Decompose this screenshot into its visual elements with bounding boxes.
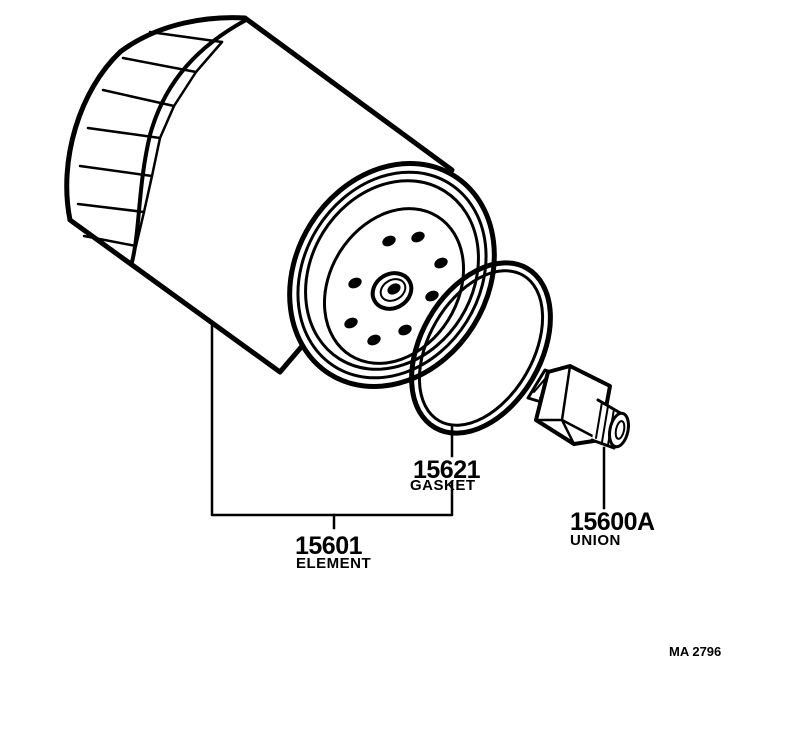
filter-center-hole-thread — [379, 278, 407, 302]
filter-end-plate — [322, 207, 466, 365]
filter-end-rim-inner — [304, 179, 480, 371]
union-fitting — [526, 364, 630, 450]
filter-cap-boundary — [130, 18, 248, 264]
gasket-inner — [417, 269, 545, 427]
filter-inlet-holes — [344, 231, 448, 346]
gasket-outer — [409, 260, 553, 436]
filter-cap-ridge — [134, 40, 224, 248]
figure-code: MA 2796 — [669, 644, 722, 659]
filter-center-hole-outer — [370, 271, 414, 311]
filter-end-rim-groove — [296, 170, 488, 380]
filter-cap-flutes — [76, 30, 224, 248]
union-part-number: 15600A — [570, 508, 655, 536]
filter-body-outline — [64, 15, 455, 375]
gasket-part-number: 15621 — [413, 456, 481, 484]
leader-lines — [210, 323, 606, 530]
gasket — [409, 260, 553, 436]
union-part-name: UNION — [570, 532, 621, 549]
element-part-number: 15601 — [295, 532, 363, 560]
gasket-part-name: GASKET — [410, 477, 476, 494]
element-part-name: ELEMENT — [296, 555, 372, 572]
element-leader — [210, 323, 454, 517]
filter-element — [64, 15, 497, 390]
